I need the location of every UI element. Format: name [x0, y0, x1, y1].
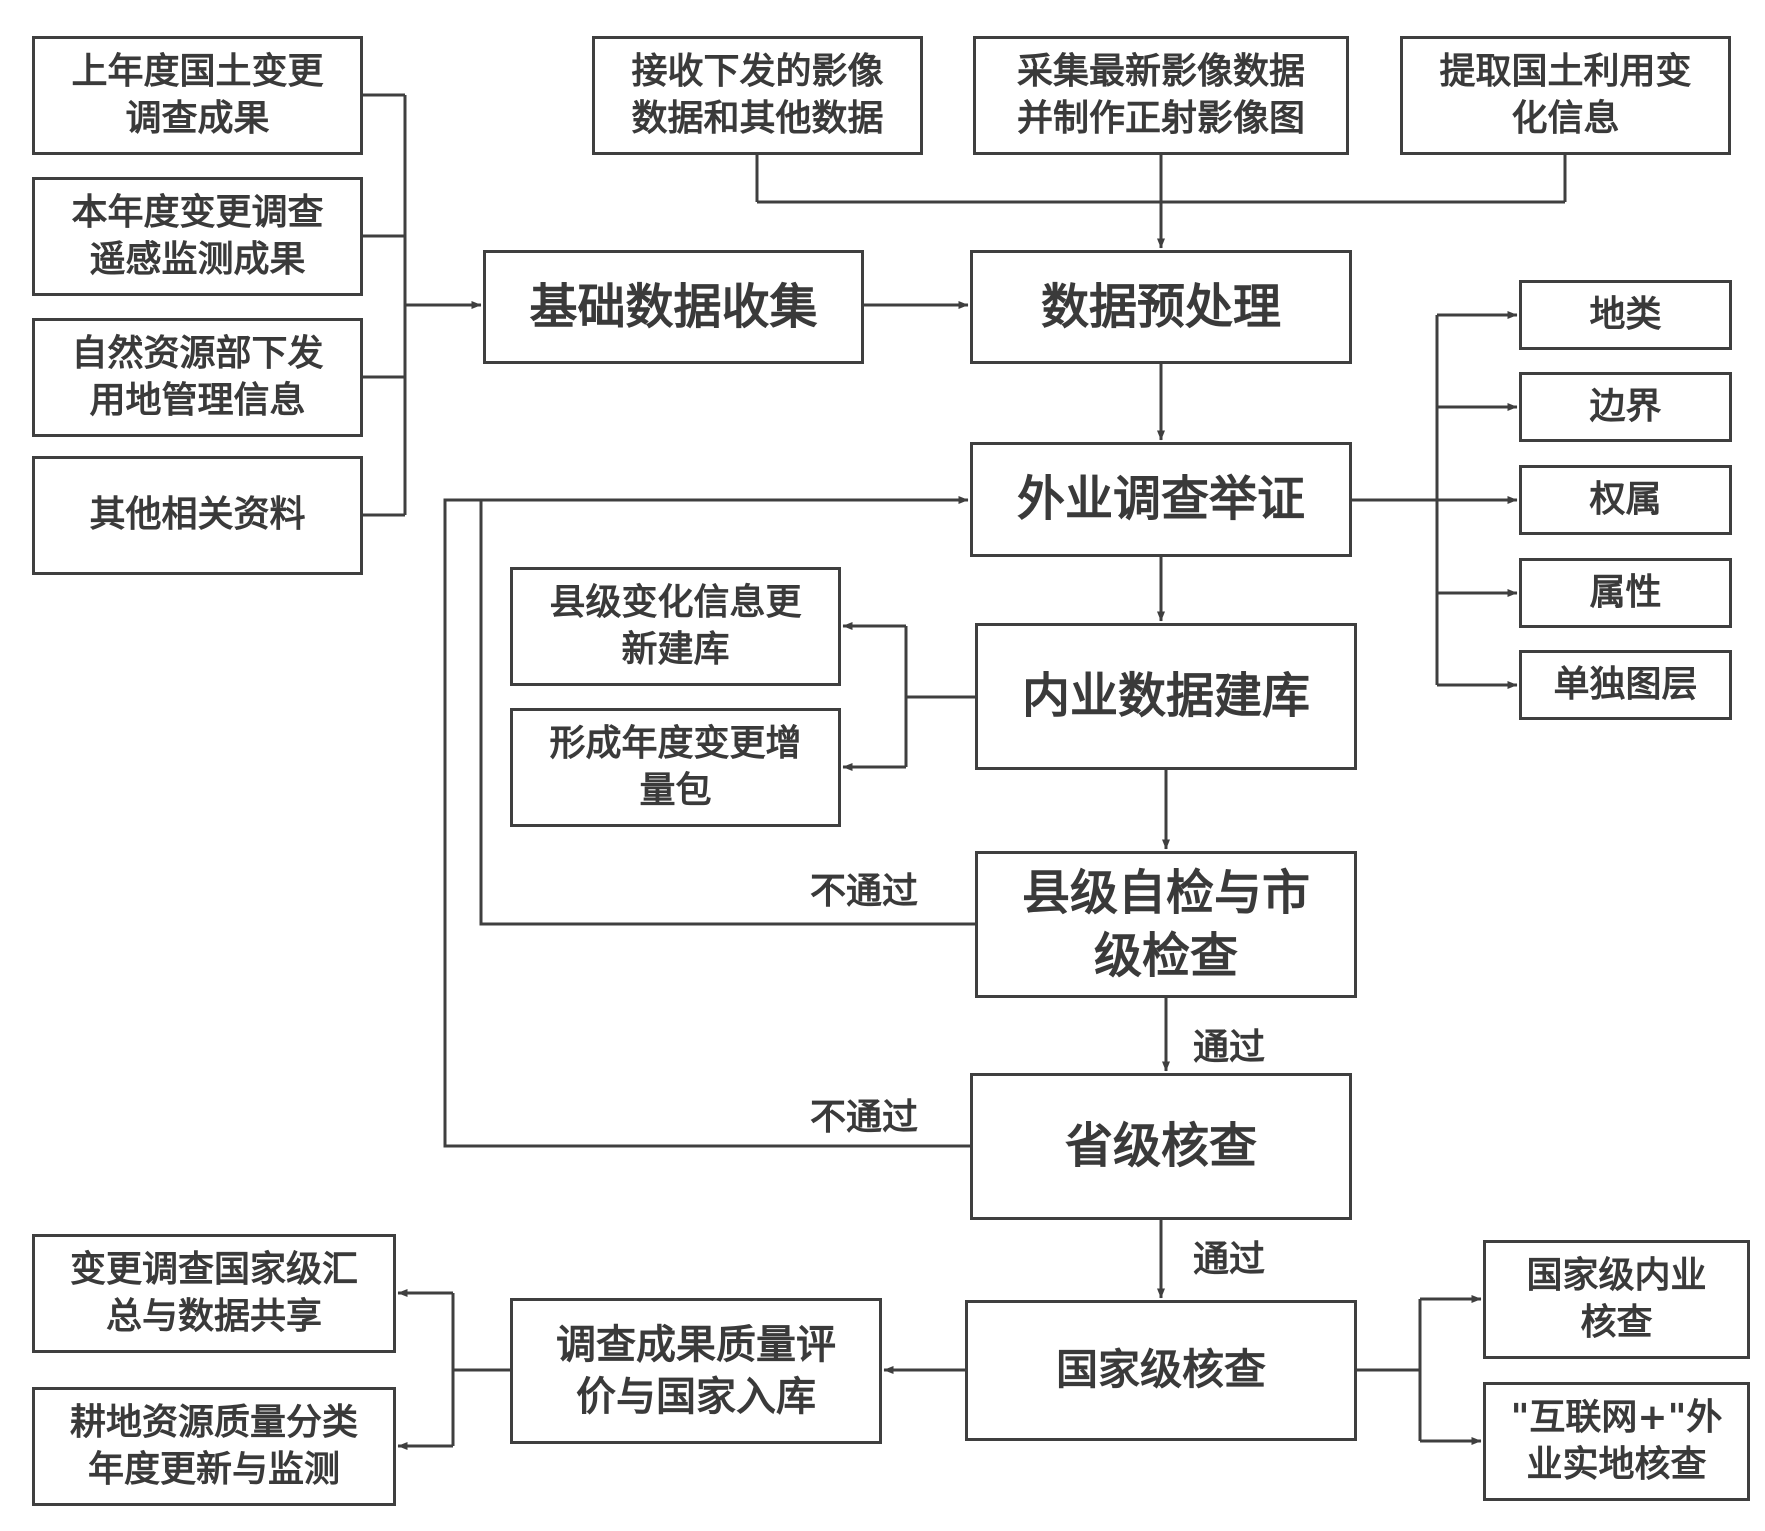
- node-land-mgmt-info: 自然资源部下发 用地管理信息: [32, 318, 363, 437]
- node-label: 外业调查举证: [1016, 471, 1305, 528]
- node-label: 省级核查: [1064, 1118, 1257, 1175]
- node-label: 耕地资源质量分类 年度更新与监测: [69, 1401, 358, 1490]
- node-land-class: 地类: [1519, 280, 1732, 350]
- node-other-materials: 其他相关资料: [32, 456, 363, 575]
- loop-fail-county: [479, 500, 975, 926]
- node-boundary: 边界: [1519, 372, 1732, 442]
- node-national-summary: 变更调查国家级汇 总与数据共享: [32, 1234, 396, 1353]
- edge-label-pass-county: 通过: [1193, 1027, 1266, 1068]
- node-county-update-db: 县级变化信息更 新建库: [510, 567, 841, 686]
- edge-label-fail-provincial: 不通过: [810, 1097, 919, 1138]
- node-quality-evaluation: 调查成果质量评 价与国家入库: [510, 1298, 882, 1444]
- node-provincial-check: 省级核查: [970, 1073, 1352, 1220]
- node-label: 数据预处理: [1040, 278, 1281, 335]
- node-label: 边界: [1589, 385, 1662, 427]
- node-label: 调查成果质量评 价与国家入库: [556, 1322, 836, 1420]
- node-label: 国家级内业 核查: [1526, 1254, 1707, 1343]
- loop-fail-provincial: [443, 496, 970, 1148]
- edge-label-pass-provincial: 通过: [1193, 1239, 1266, 1280]
- node-data-preprocessing: 数据预处理: [970, 250, 1352, 364]
- node-ownership: 权属: [1519, 465, 1732, 535]
- node-rs-monitoring: 本年度变更调查 遥感监测成果: [32, 177, 363, 296]
- node-field-survey: 外业调查举证: [970, 442, 1352, 557]
- node-label: 采集最新影像数据 并制作正射影像图: [1016, 50, 1305, 139]
- node-label: 地类: [1589, 293, 1662, 335]
- node-separate-layer: 单独图层: [1519, 650, 1732, 720]
- node-basic-data-collection: 基础数据收集: [483, 250, 864, 364]
- node-label: 变更调查国家级汇 总与数据共享: [69, 1248, 358, 1337]
- edge-label-fail-county: 不通过: [810, 871, 919, 912]
- node-label: 属性: [1589, 571, 1662, 613]
- node-annual-increment: 形成年度变更增 量包: [510, 708, 841, 827]
- node-label: 形成年度变更增 量包: [549, 722, 802, 811]
- node-label: 本年度变更调查 遥感监测成果: [71, 191, 324, 280]
- node-prev-year-results: 上年度国土变更 调查成果: [32, 36, 363, 155]
- node-receive-imagery: 接收下发的影像 数据和其他数据: [592, 36, 923, 155]
- node-collect-imagery: 采集最新影像数据 并制作正射影像图: [973, 36, 1349, 155]
- node-label: 国家级核查: [1055, 1345, 1266, 1395]
- node-office-db: 内业数据建库: [975, 623, 1357, 770]
- node-label: 内业数据建库: [1021, 668, 1310, 725]
- node-national-office-check: 国家级内业 核查: [1483, 1240, 1750, 1359]
- node-label: "互联网+"外 业实地核查: [1510, 1396, 1723, 1485]
- node-extract-change: 提取国土利用变 化信息: [1400, 36, 1731, 155]
- node-attribute: 属性: [1519, 558, 1732, 628]
- node-label: 县级自检与市 级检查: [1021, 865, 1310, 984]
- node-label: 接收下发的影像 数据和其他数据: [631, 50, 884, 139]
- node-label: 县级变化信息更 新建库: [549, 581, 802, 670]
- node-national-check: 国家级核查: [965, 1300, 1357, 1441]
- node-label: 上年度国土变更 调查成果: [71, 50, 324, 139]
- node-county-city-check: 县级自检与市 级检查: [975, 851, 1357, 998]
- node-label: 基础数据收集: [529, 278, 818, 335]
- node-farmland-quality: 耕地资源质量分类 年度更新与监测: [32, 1387, 396, 1506]
- node-label: 提取国土利用变 化信息: [1439, 50, 1692, 139]
- node-internet-field-check: "互联网+"外 业实地核查: [1483, 1382, 1750, 1501]
- node-label: 权属: [1589, 478, 1662, 520]
- node-label: 单独图层: [1553, 663, 1698, 705]
- node-label: 自然资源部下发 用地管理信息: [71, 332, 324, 421]
- node-label: 其他相关资料: [89, 494, 306, 536]
